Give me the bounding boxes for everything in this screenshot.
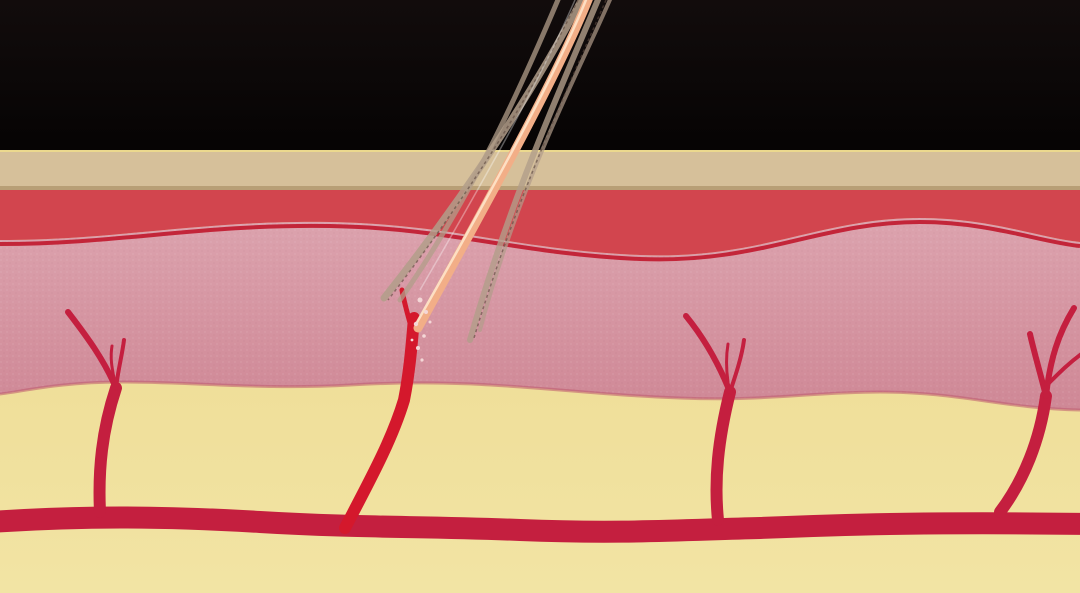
dermis-boundary-line: [0, 219, 1080, 262]
main-blood-vessel: [0, 506, 1080, 543]
capillary-branch-right: [994, 305, 1080, 518]
dermis-lower-boundary: [0, 380, 1080, 412]
capillary-branch-middle: [683, 313, 746, 526]
epidermis-bottom-edge: [0, 186, 1080, 190]
upper-dermis-band: [0, 188, 1080, 256]
saliva-bubbles: [410, 297, 432, 362]
capillary-branch-left: [65, 309, 126, 518]
dermis-texture: [0, 218, 1080, 410]
mosquito-proboscis-icon: [380, 0, 613, 343]
